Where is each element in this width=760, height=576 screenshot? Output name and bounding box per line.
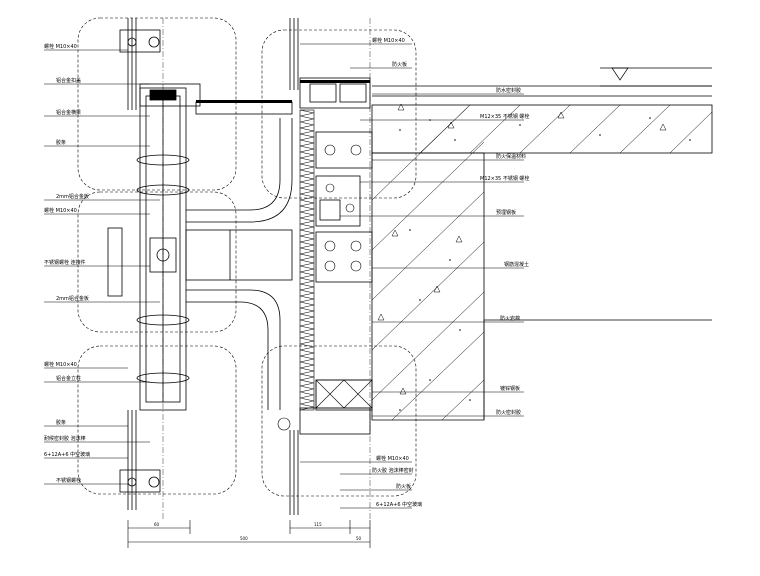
- dimension-lines: [127, 520, 371, 548]
- glass-panes: [127, 18, 299, 515]
- curved-panels: [185, 118, 293, 410]
- gasket-bars: [196, 80, 370, 103]
- label: 2mm铝合金板: [56, 295, 89, 302]
- left-leaders: [44, 49, 160, 485]
- dashed-panel-top-left: [77, 17, 237, 191]
- label: 铝合金立柱: [56, 375, 81, 382]
- label: 不锈钢螺栓: [56, 477, 81, 484]
- label: 螺栓 M10×40: [44, 43, 77, 50]
- label: 耐候密封胶 泡沫棒: [44, 435, 86, 442]
- dashed-panel-outlines: [77, 17, 417, 497]
- label: 螺栓 M10×40: [376, 455, 409, 462]
- dim-text: 50: [356, 536, 362, 541]
- label: 防火板: [392, 61, 407, 68]
- label: 螺栓 M10×40: [372, 37, 405, 44]
- dim-text: 500: [240, 536, 248, 541]
- left-mullion: [107, 87, 190, 411]
- label: 胶条: [56, 139, 66, 146]
- label: M12×35 不锈钢 螺栓: [480, 113, 529, 120]
- fire-board-strip: [299, 109, 315, 411]
- label: M12×35 不锈钢 螺栓: [480, 175, 529, 182]
- label: 防火板: [396, 483, 411, 490]
- insulation-block: [315, 379, 373, 409]
- dashed-panel-mid-left: [77, 191, 237, 333]
- label: 2mm铝合金板: [56, 193, 89, 200]
- label: 铝合金扣盖: [56, 77, 81, 84]
- label: 铝合金横梁: [56, 109, 81, 116]
- label: 防火岩棉: [500, 315, 520, 322]
- label: 螺栓 M10×40: [44, 361, 77, 368]
- center-lines: [162, 18, 371, 520]
- label: 钢筋混凝土: [504, 261, 529, 268]
- level-marker-icon: [611, 67, 629, 81]
- label: 6+12A+6 中空玻璃: [44, 451, 90, 458]
- dim-text: 60: [154, 522, 160, 527]
- label: 胶条: [56, 419, 66, 426]
- concrete-slab: [371, 103, 713, 421]
- label: 防水密封胶: [496, 87, 521, 94]
- dim-text: 115: [314, 522, 322, 527]
- dashed-panel-top-right: [261, 29, 417, 199]
- dashed-panel-bottom-right: [261, 345, 417, 497]
- label: 不锈钢螺栓 连接件: [44, 259, 86, 266]
- left-labels: 螺栓 M10×40 铝合金扣盖 铝合金横梁 胶条 2mm铝合金板 螺栓 M10×…: [44, 43, 90, 484]
- label: 防火胶 泡沫棒密封: [372, 467, 414, 474]
- dashed-panel-bottom-left: [77, 345, 237, 495]
- dimension-texts: 60 500 115 50: [154, 522, 362, 541]
- label: 螺栓 M10×40: [44, 207, 77, 214]
- floor-level: [372, 67, 712, 97]
- label: 预埋钢板: [496, 209, 516, 216]
- label: 镀锌钢板: [500, 385, 520, 392]
- label: 防火密封胶: [496, 409, 521, 416]
- label: 6+12A+6 中空玻璃: [376, 501, 422, 508]
- ceiling-lines: [483, 319, 712, 420]
- label: 防火保温材料: [496, 153, 526, 160]
- bolt-heads: [277, 144, 362, 431]
- right-leaders: [300, 43, 524, 509]
- right-labels: 螺栓 M10×40 防火板 防水密封胶 M12×35 不锈钢 螺栓 防火保温材料…: [372, 37, 529, 508]
